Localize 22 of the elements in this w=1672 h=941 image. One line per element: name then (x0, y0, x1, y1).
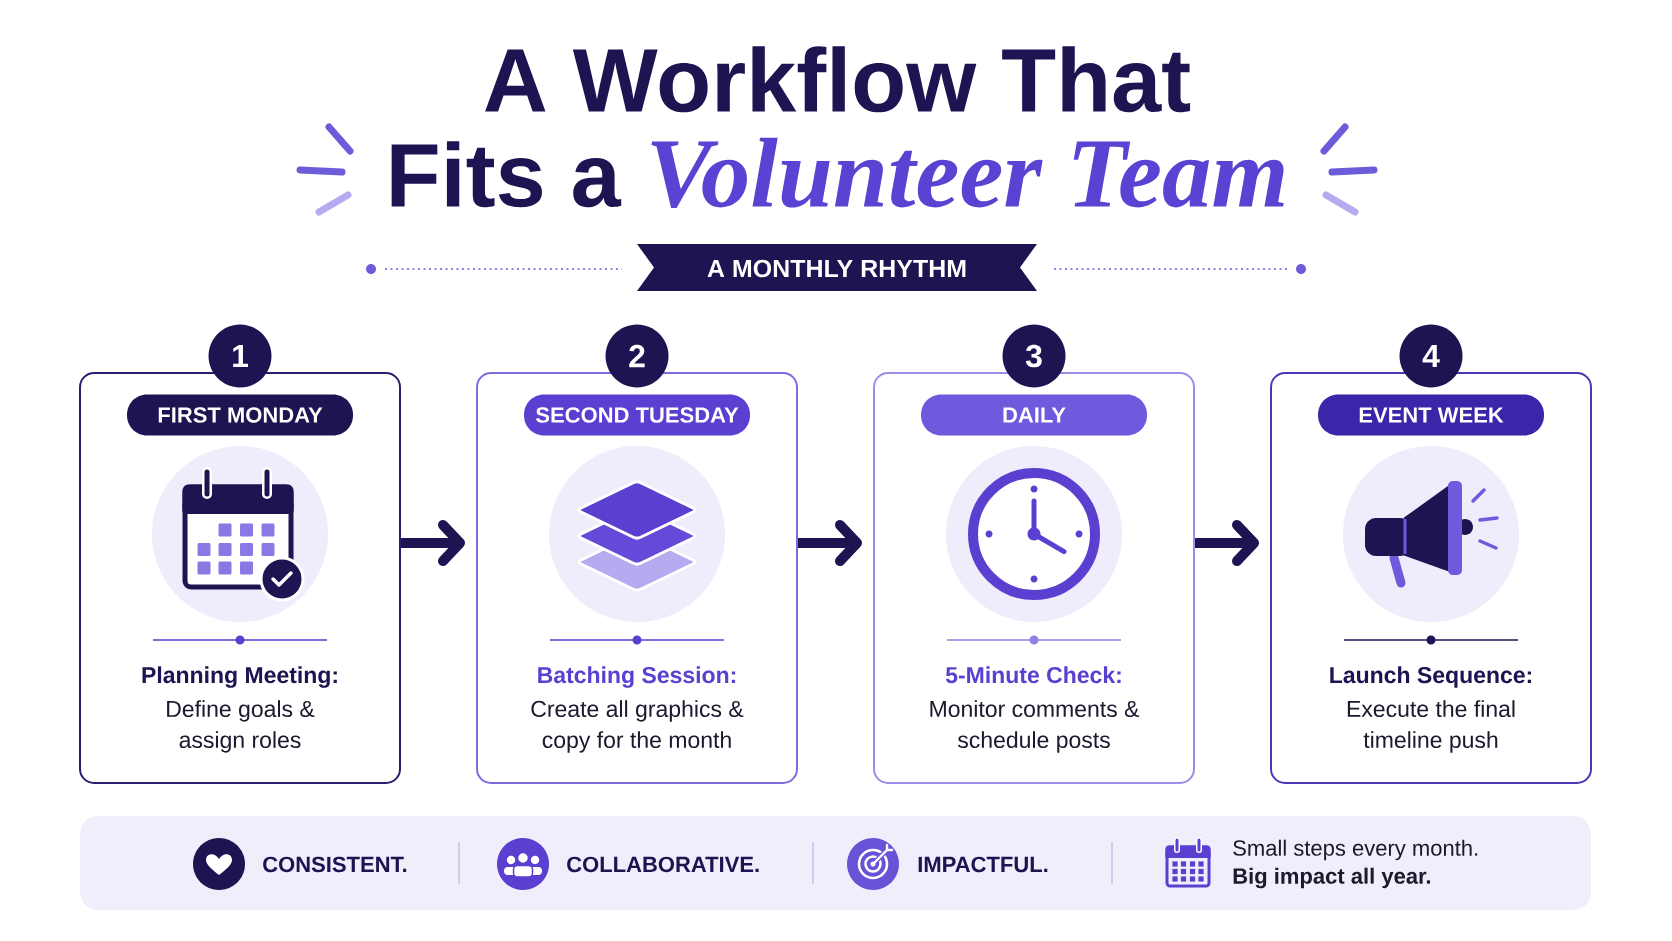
value-label: COLLABORATIVE. (567, 856, 759, 873)
date-tag: FIRST MONDAY (127, 394, 353, 436)
ribbon-banner: A MONTHLY RHYTHM (637, 244, 1037, 291)
date-tag: EVENT WEEK (1318, 394, 1544, 436)
step-number: 4 (1399, 324, 1463, 388)
card-description: Monitor comments & schedule posts (930, 700, 1140, 753)
step-number: 3 (1002, 324, 1066, 388)
value-label: IMPACTFUL. (918, 856, 1048, 873)
card-description: Define goals & assign roles (167, 700, 315, 753)
card-heading: Launch Sequence: (1330, 666, 1531, 688)
card-description: Create all graphics & copy for the month (531, 700, 744, 753)
value-label: CONSISTENT. (263, 856, 407, 873)
card-heading: Batching Session: (538, 666, 736, 688)
title: A Workflow That Fits a Volunteer Team (391, 46, 1284, 208)
date-tag: SECOND TUESDAY (524, 394, 750, 436)
card-heading: Planning Meeting: (142, 666, 337, 688)
card-description: Execute the final timeline push (1347, 700, 1515, 753)
card-heading: 5-Minute Check: (945, 666, 1121, 684)
step-number: 1 (208, 324, 272, 388)
step-number: 2 (605, 324, 669, 388)
tagline: Small steps every month. Big impact all year. (1233, 839, 1478, 889)
date-tag: DAILY (921, 394, 1147, 436)
